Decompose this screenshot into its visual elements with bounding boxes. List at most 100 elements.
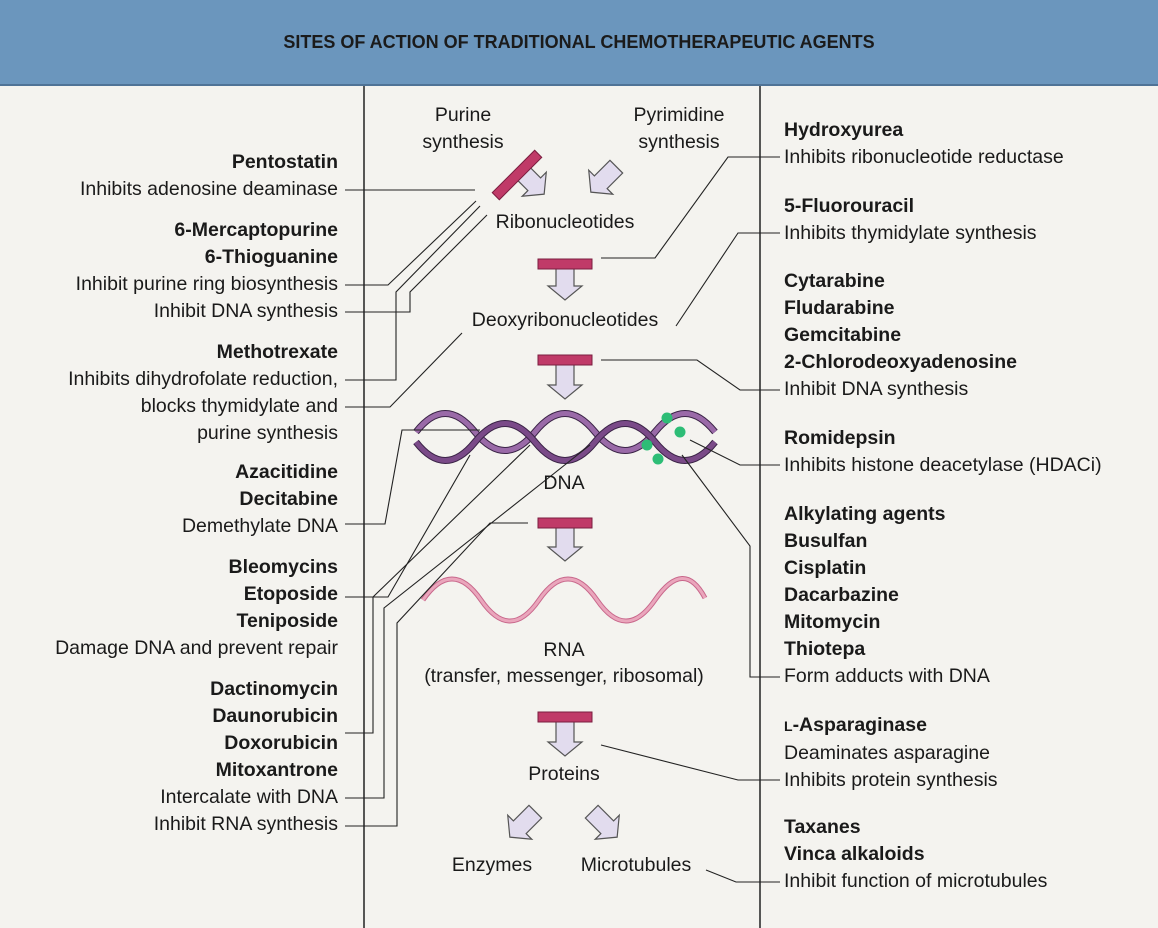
label-deoxyribonucleotides: Deoxyribonucleotides [471,309,659,331]
drug-name: 6-Thioguanine [204,246,338,268]
block-bar-purine [491,149,543,201]
arrow-icon-protein-to-microtubules [584,804,621,841]
label-microtubules: Microtubules [580,854,692,876]
histone-dots-icon [641,412,686,465]
arrow-icon-protein-to-enzymes [506,804,543,841]
drug-effect: Inhibit RNA synthesis [153,813,338,835]
drug-effect: Demethylate DNA [181,515,338,537]
leader-romidepsin [689,439,780,466]
leader-demethylate [345,429,480,525]
drug-name: Fludarabine [784,297,895,319]
group-hypomethylating: Azacitidine Decitabine Demethylate DNA [182,459,338,540]
leader-alkylating [681,454,780,678]
leader-hydroxyurea [601,156,780,259]
drug-name: Etoposide [243,583,338,605]
drug-name: 5-Fluorouracil [784,195,915,217]
arrow-icon-dna-to-rna [546,524,584,562]
drug-effect: Inhibits histone deacetylase (HDACi) [784,454,1102,476]
drug-effect: Inhibit purine ring biosynthesis [75,273,338,295]
drug-name: Taxanes [784,816,861,838]
drug-name: Decitabine [239,488,338,510]
group-hydroxyurea: Hydroxyurea Inhibits ribonucleotide redu… [784,117,1064,171]
block-bar-ribonucleotide-reductase [537,258,593,270]
group-nucleoside-analogs: Cytarabine Fludarabine Gemcitabine 2-Chl… [784,268,1017,403]
drug-name: Hydroxyurea [784,119,904,141]
group-methotrexate: Methotrexate Inhibits dihydrofolate redu… [68,339,338,447]
drug-name: Mitomycin [784,611,881,633]
group-thiopurines: 6-Mercaptopurine 6-Thioguanine Inhibit p… [76,217,338,325]
drug-effect: Intercalate with DNA [160,786,338,808]
drug-effect: Inhibits protein synthesis [784,769,998,791]
leader-anthracycline-1 [345,444,531,734]
drug-effect: Inhibits thymidylate synthesis [784,222,1037,244]
drug-effect: Damage DNA and prevent repair [55,637,338,659]
leader-methotrexate-1 [345,205,481,381]
drug-effect: purine synthesis [197,422,338,444]
group-romidepsin: Romidepsin Inhibits histone deacetylase … [784,425,1102,479]
drug-name: Alkylating agents [784,503,946,525]
leader-thiopurine-1 [345,200,477,286]
drug-name: Gemcitabine [784,324,902,346]
drug-name: Daunorubicin [212,705,338,727]
leader-methotrexate-2 [345,332,463,408]
drug-name: Busulfan [784,530,868,552]
drug-effect: Inhibits ribonucleotide reductase [784,146,1064,168]
arrow-icon-purine [515,165,548,198]
group-fluorouracil: 5-Fluorouracil Inhibits thymidylate synt… [784,193,1037,247]
block-bar-protein-synthesis [537,711,593,723]
drug-name: 2-Chlorodeoxyadenosine [784,351,1017,373]
leader-rna-synthesis [345,522,528,827]
label-proteins: Proteins [528,763,600,785]
arrow-icon-deoxy-to-dna [546,362,584,400]
label-rna: RNA [543,639,585,661]
drug-effect: Inhibit function of microtubules [784,870,1048,892]
drug-name: Thiotepa [784,638,866,660]
dna-helix-icon [413,410,718,464]
drug-effect: Inhibit DNA synthesis [153,300,338,322]
group-alkylating: Alkylating agents Busulfan Cisplatin Dac… [784,501,990,690]
label-rna-types: (transfer, messenger, ribosomal) [424,665,704,687]
title-banner: SITES OF ACTION OF TRADITIONAL CHEMOTHER… [0,0,1158,86]
drug-name: Bleomycins [228,556,338,578]
drug-effect: Inhibits adenosine deaminase [79,178,338,200]
leader-nucleoside [601,359,780,391]
group-intercalators: Dactinomycin Daunorubicin Doxorubicin Mi… [154,676,338,838]
drug-name: Azacitidine [235,461,338,483]
leader-thiopurine-2 [345,214,488,313]
drug-name: Teniposide [236,610,338,632]
drug-name: L-Asparaginase [784,714,927,736]
drug-effect: blocks thymidylate and [140,395,338,417]
drug-name: Dacarbazine [784,584,899,606]
drug-name: Dactinomycin [210,678,338,700]
block-bar-dna-synthesis [537,354,593,366]
drug-effect: Form adducts with DNA [784,665,990,687]
leader-microtubule [705,869,780,883]
drug-name: Pentostatin [231,151,338,173]
drug-name: Cytarabine [784,270,885,292]
label-enzymes: Enzymes [451,854,533,876]
leader-fluorouracil [675,232,780,327]
arrow-icon-pyrimidine [587,159,624,196]
drug-name: Doxorubicin [224,732,338,754]
leader-asparaginase [600,744,780,781]
drug-name: 6-Mercaptopurine [174,219,338,241]
drug-name: Vinca alkaloids [784,843,925,865]
drug-name: Cisplatin [784,557,867,579]
figure-title: SITES OF ACTION OF TRADITIONAL CHEMOTHER… [283,32,875,52]
leader-bleomycin [345,454,471,598]
drug-effect: Deaminates asparagine [784,742,990,764]
group-dna-damaging: Bleomycins Etoposide Teniposide Damage D… [55,554,338,662]
group-pentostatin: Pentostatin Inhibits adenosine deaminase [80,149,338,203]
group-asparaginase: L-Asparaginase Deaminates asparagine Inh… [784,712,998,794]
label-ribonucleotides: Ribonucleotides [495,211,635,233]
drug-name: Romidepsin [784,427,896,449]
drug-effect: Inhibits dihydrofolate reduction, [68,368,338,390]
arrow-icon-rna-to-protein [546,719,584,757]
group-microtubule-agents: Taxanes Vinca alkaloids Inhibit function… [784,814,1047,895]
label-dna: DNA [543,472,585,494]
drug-effect: Inhibit DNA synthesis [784,378,969,400]
